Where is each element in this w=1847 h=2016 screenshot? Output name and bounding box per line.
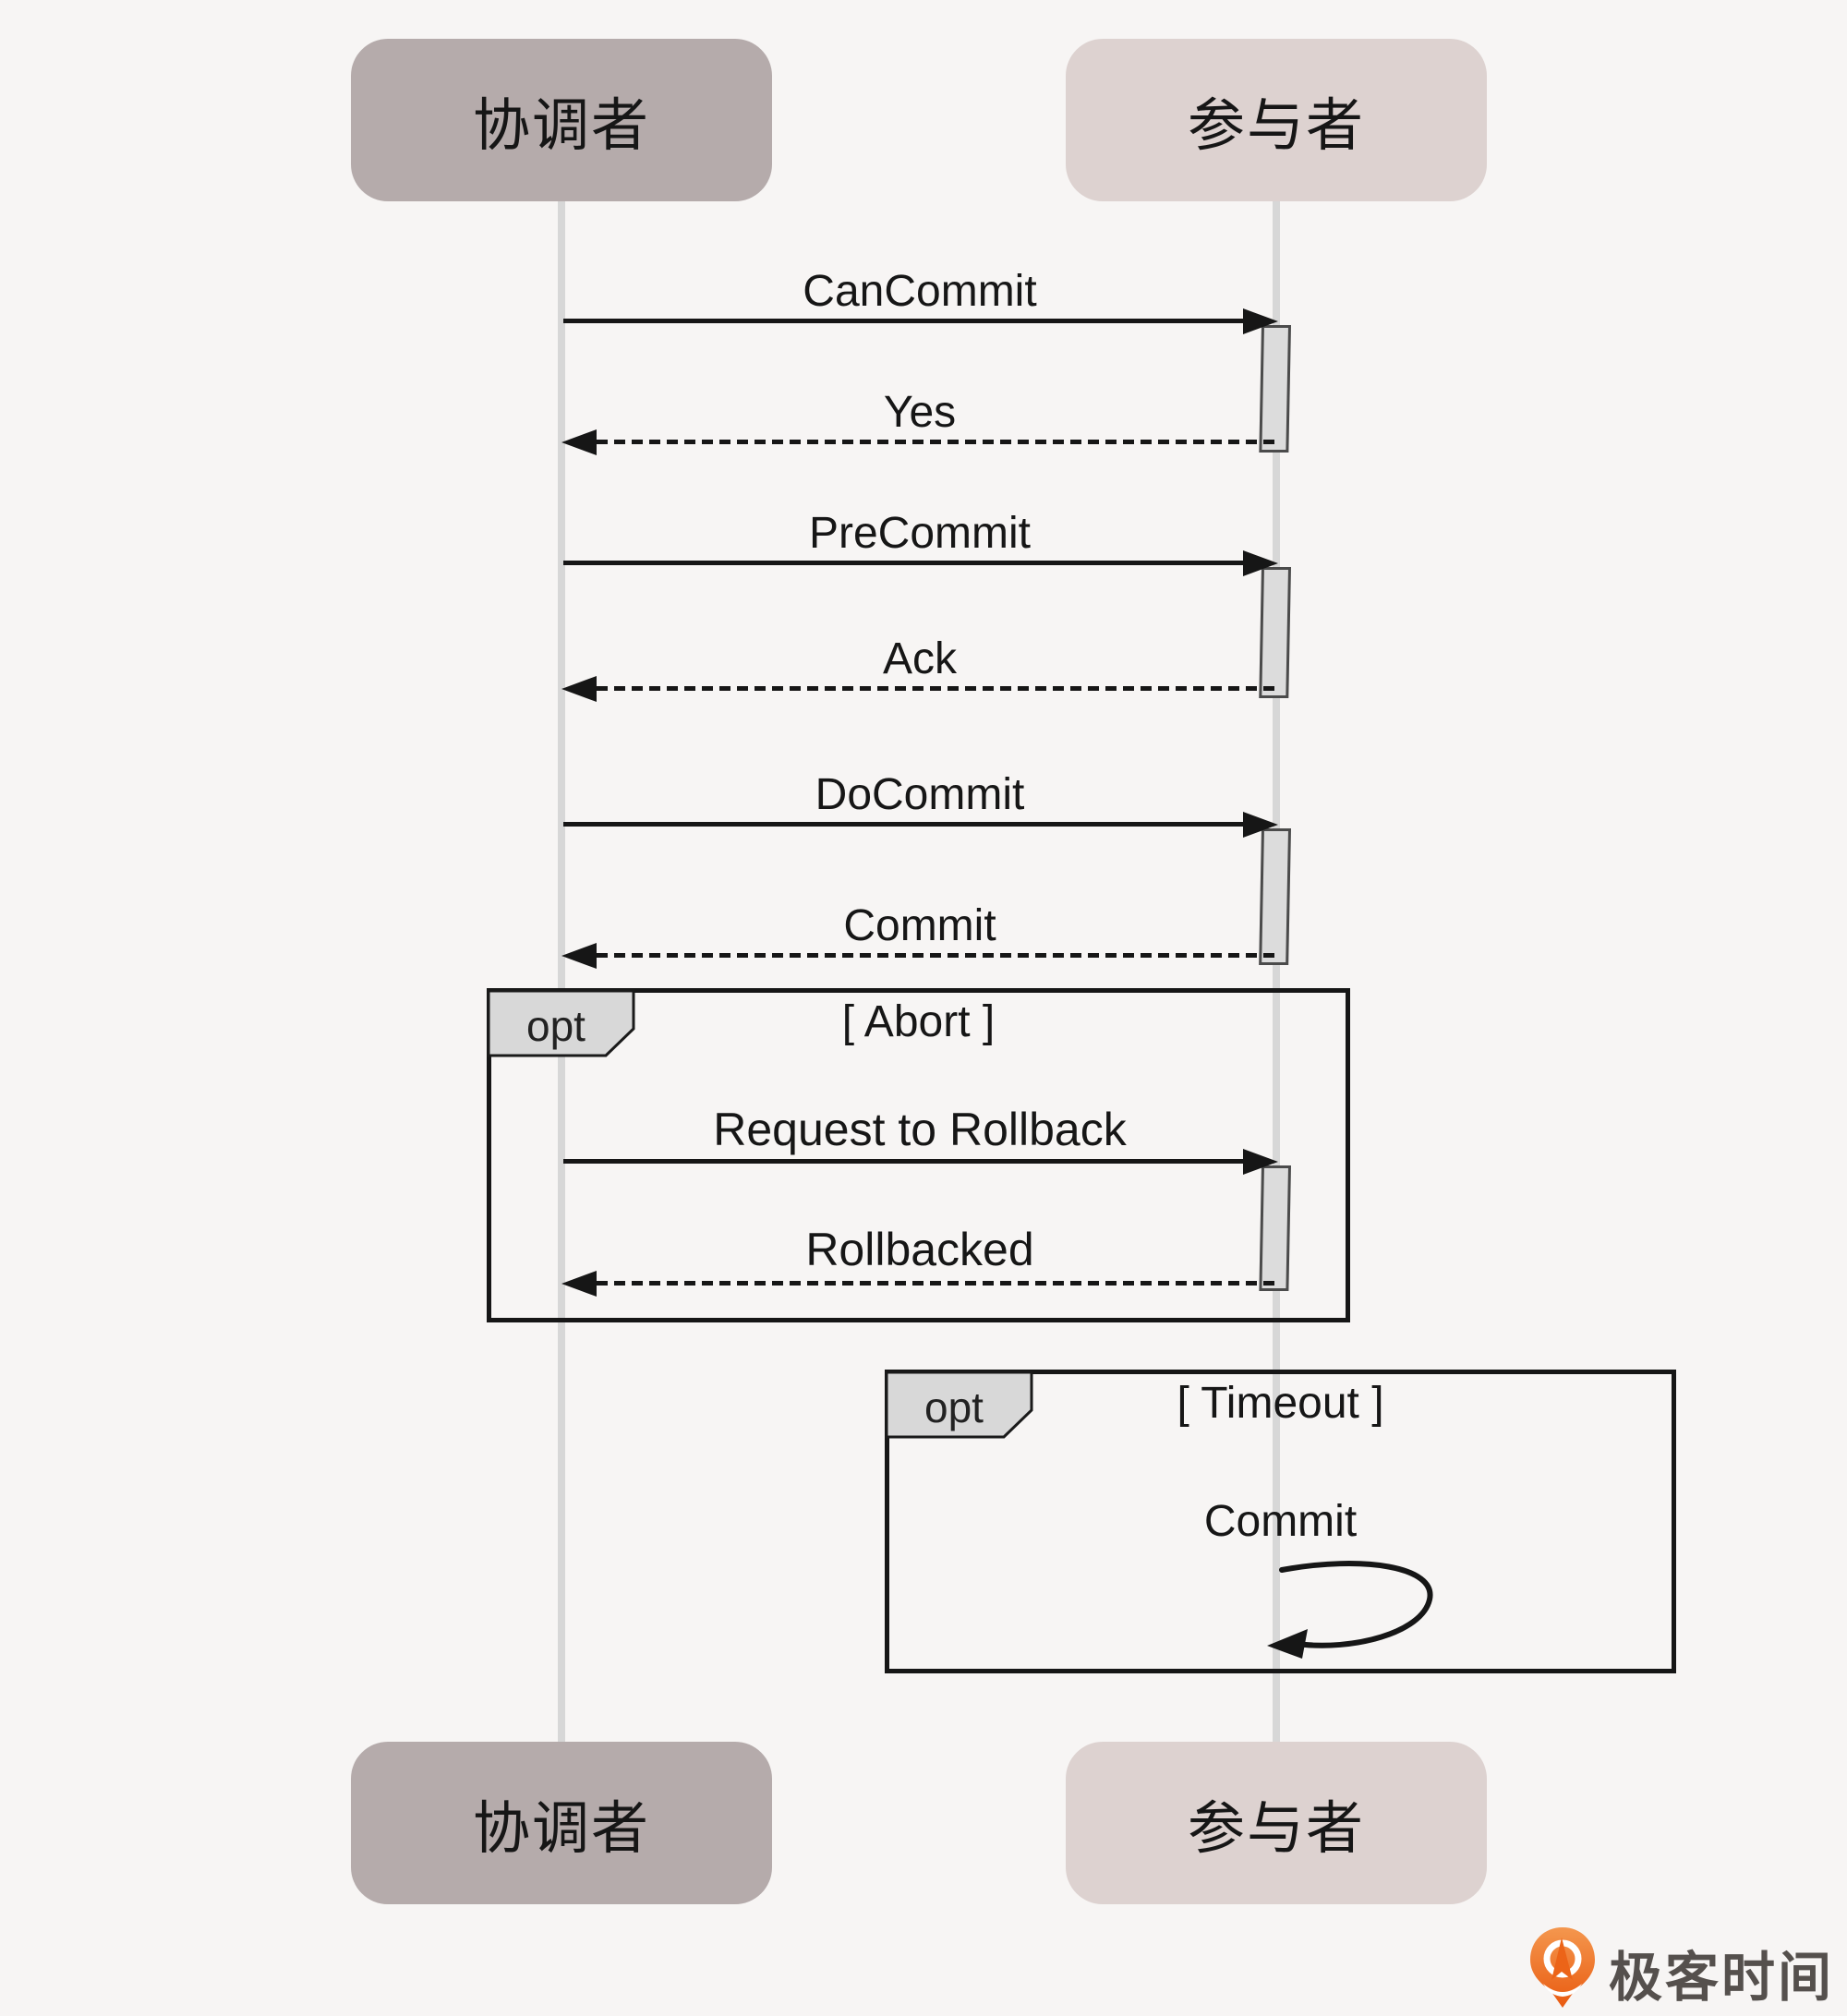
actor-participant-bottom: 参与者	[1066, 1742, 1487, 1904]
geektime-logo-text: 极客时间	[1609, 1948, 1835, 2008]
actor-participant-label: 参与者	[1187, 1797, 1365, 1861]
participant-lifeline	[1273, 201, 1280, 1742]
arrowhead-left-icon	[561, 943, 597, 969]
actor-coordinator-top: 协调者	[351, 39, 772, 201]
fragment-guard-timeout: [ Timeout ]	[1177, 1379, 1384, 1428]
message-arrow-commit	[597, 953, 1276, 958]
message-label-ack: Ack	[882, 634, 957, 683]
message-arrow-request-to-rollback	[563, 1159, 1247, 1164]
message-arrow-precommit	[563, 561, 1247, 565]
fragment-operator-timeout: opt	[924, 1383, 984, 1431]
message-arrow-docommit	[563, 822, 1247, 827]
message-label-commit: Commit	[843, 901, 996, 950]
message-label-precommit: PreCommit	[808, 509, 1032, 558]
message-arrow-cancommit	[563, 319, 1247, 323]
fragment-guard-abort: [ Abort ]	[841, 997, 996, 1046]
arrowhead-right-icon	[1243, 550, 1278, 576]
message-arrow-rollbacked	[597, 1281, 1276, 1286]
message-arrow-yes	[597, 440, 1276, 444]
arrowhead-right-icon	[1243, 1149, 1278, 1175]
fragment-opt-abort	[487, 988, 1350, 1322]
fragment-opt-timeout	[885, 1370, 1676, 1673]
actor-coordinator-label: 协调者	[472, 1797, 650, 1861]
arrowhead-left-icon	[561, 429, 597, 455]
actor-coordinator-label: 协调者	[472, 94, 650, 158]
message-label-cancommit: CanCommit	[803, 267, 1037, 316]
fragment-tab-abort	[487, 989, 635, 1057]
arrowhead-left-icon	[561, 1271, 597, 1297]
arrowhead-right-icon	[1243, 308, 1278, 334]
geektime-pin-icon	[1530, 1927, 1595, 2008]
actor-participant-label: 参与者	[1187, 94, 1365, 158]
arrowhead-left-icon	[561, 676, 597, 702]
fragment-tab-timeout	[885, 1370, 1033, 1439]
message-label-yes: Yes	[883, 388, 957, 437]
message-label-rollbacked: Rollbacked	[805, 1224, 1034, 1275]
fragment-operator-abort: opt	[526, 1002, 585, 1050]
actor-participant-top: 参与者	[1066, 39, 1487, 201]
message-label-docommit: DoCommit	[815, 770, 1025, 819]
message-label-request-to-rollback: Request to Rollback	[713, 1104, 1127, 1155]
arrowhead-right-icon	[1243, 812, 1278, 838]
actor-coordinator-bottom: 协调者	[351, 1742, 772, 1904]
message-label-timeout-commit: Commit	[1203, 1497, 1358, 1546]
message-arrow-ack	[597, 686, 1276, 691]
self-message-arrow	[1267, 1561, 1433, 1659]
coordinator-lifeline	[558, 201, 565, 1742]
